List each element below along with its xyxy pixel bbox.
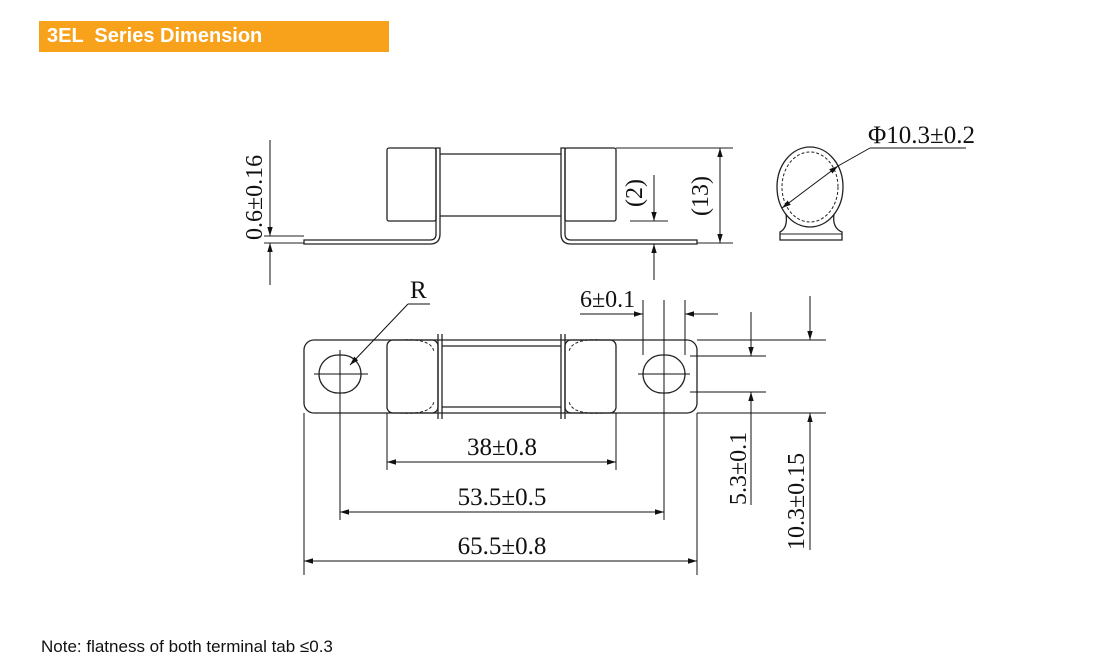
hole-spacing-label: 53.5±0.5 <box>458 484 547 511</box>
end-view <box>776 146 844 241</box>
section-title-bar: 3EL Series Dimension <box>39 21 389 52</box>
radius-label: R <box>410 277 427 304</box>
tab-width-label: 10.3±0.15 <box>784 453 810 550</box>
flatness-note: Note: flatness of both terminal tab ≤0.3 <box>41 637 333 656</box>
body-length-label: 38±0.8 <box>467 434 537 461</box>
diameter-dim <box>781 147 966 209</box>
step-height-label: (2) <box>622 179 648 207</box>
total-height-label: (13) <box>688 176 714 216</box>
top-view <box>303 334 698 419</box>
hole-width-label: 6±0.1 <box>580 287 635 313</box>
radius-dim <box>349 303 430 366</box>
hole-centerlines <box>314 300 690 520</box>
tab-thickness-label: 0.6±0.16 <box>242 155 268 240</box>
hole-height-label: 5.3±0.1 <box>726 432 752 505</box>
side-view <box>264 147 733 245</box>
overall-length-label: 65.5±0.8 <box>458 533 547 560</box>
diameter-label: Φ10.3±0.2 <box>868 122 975 149</box>
